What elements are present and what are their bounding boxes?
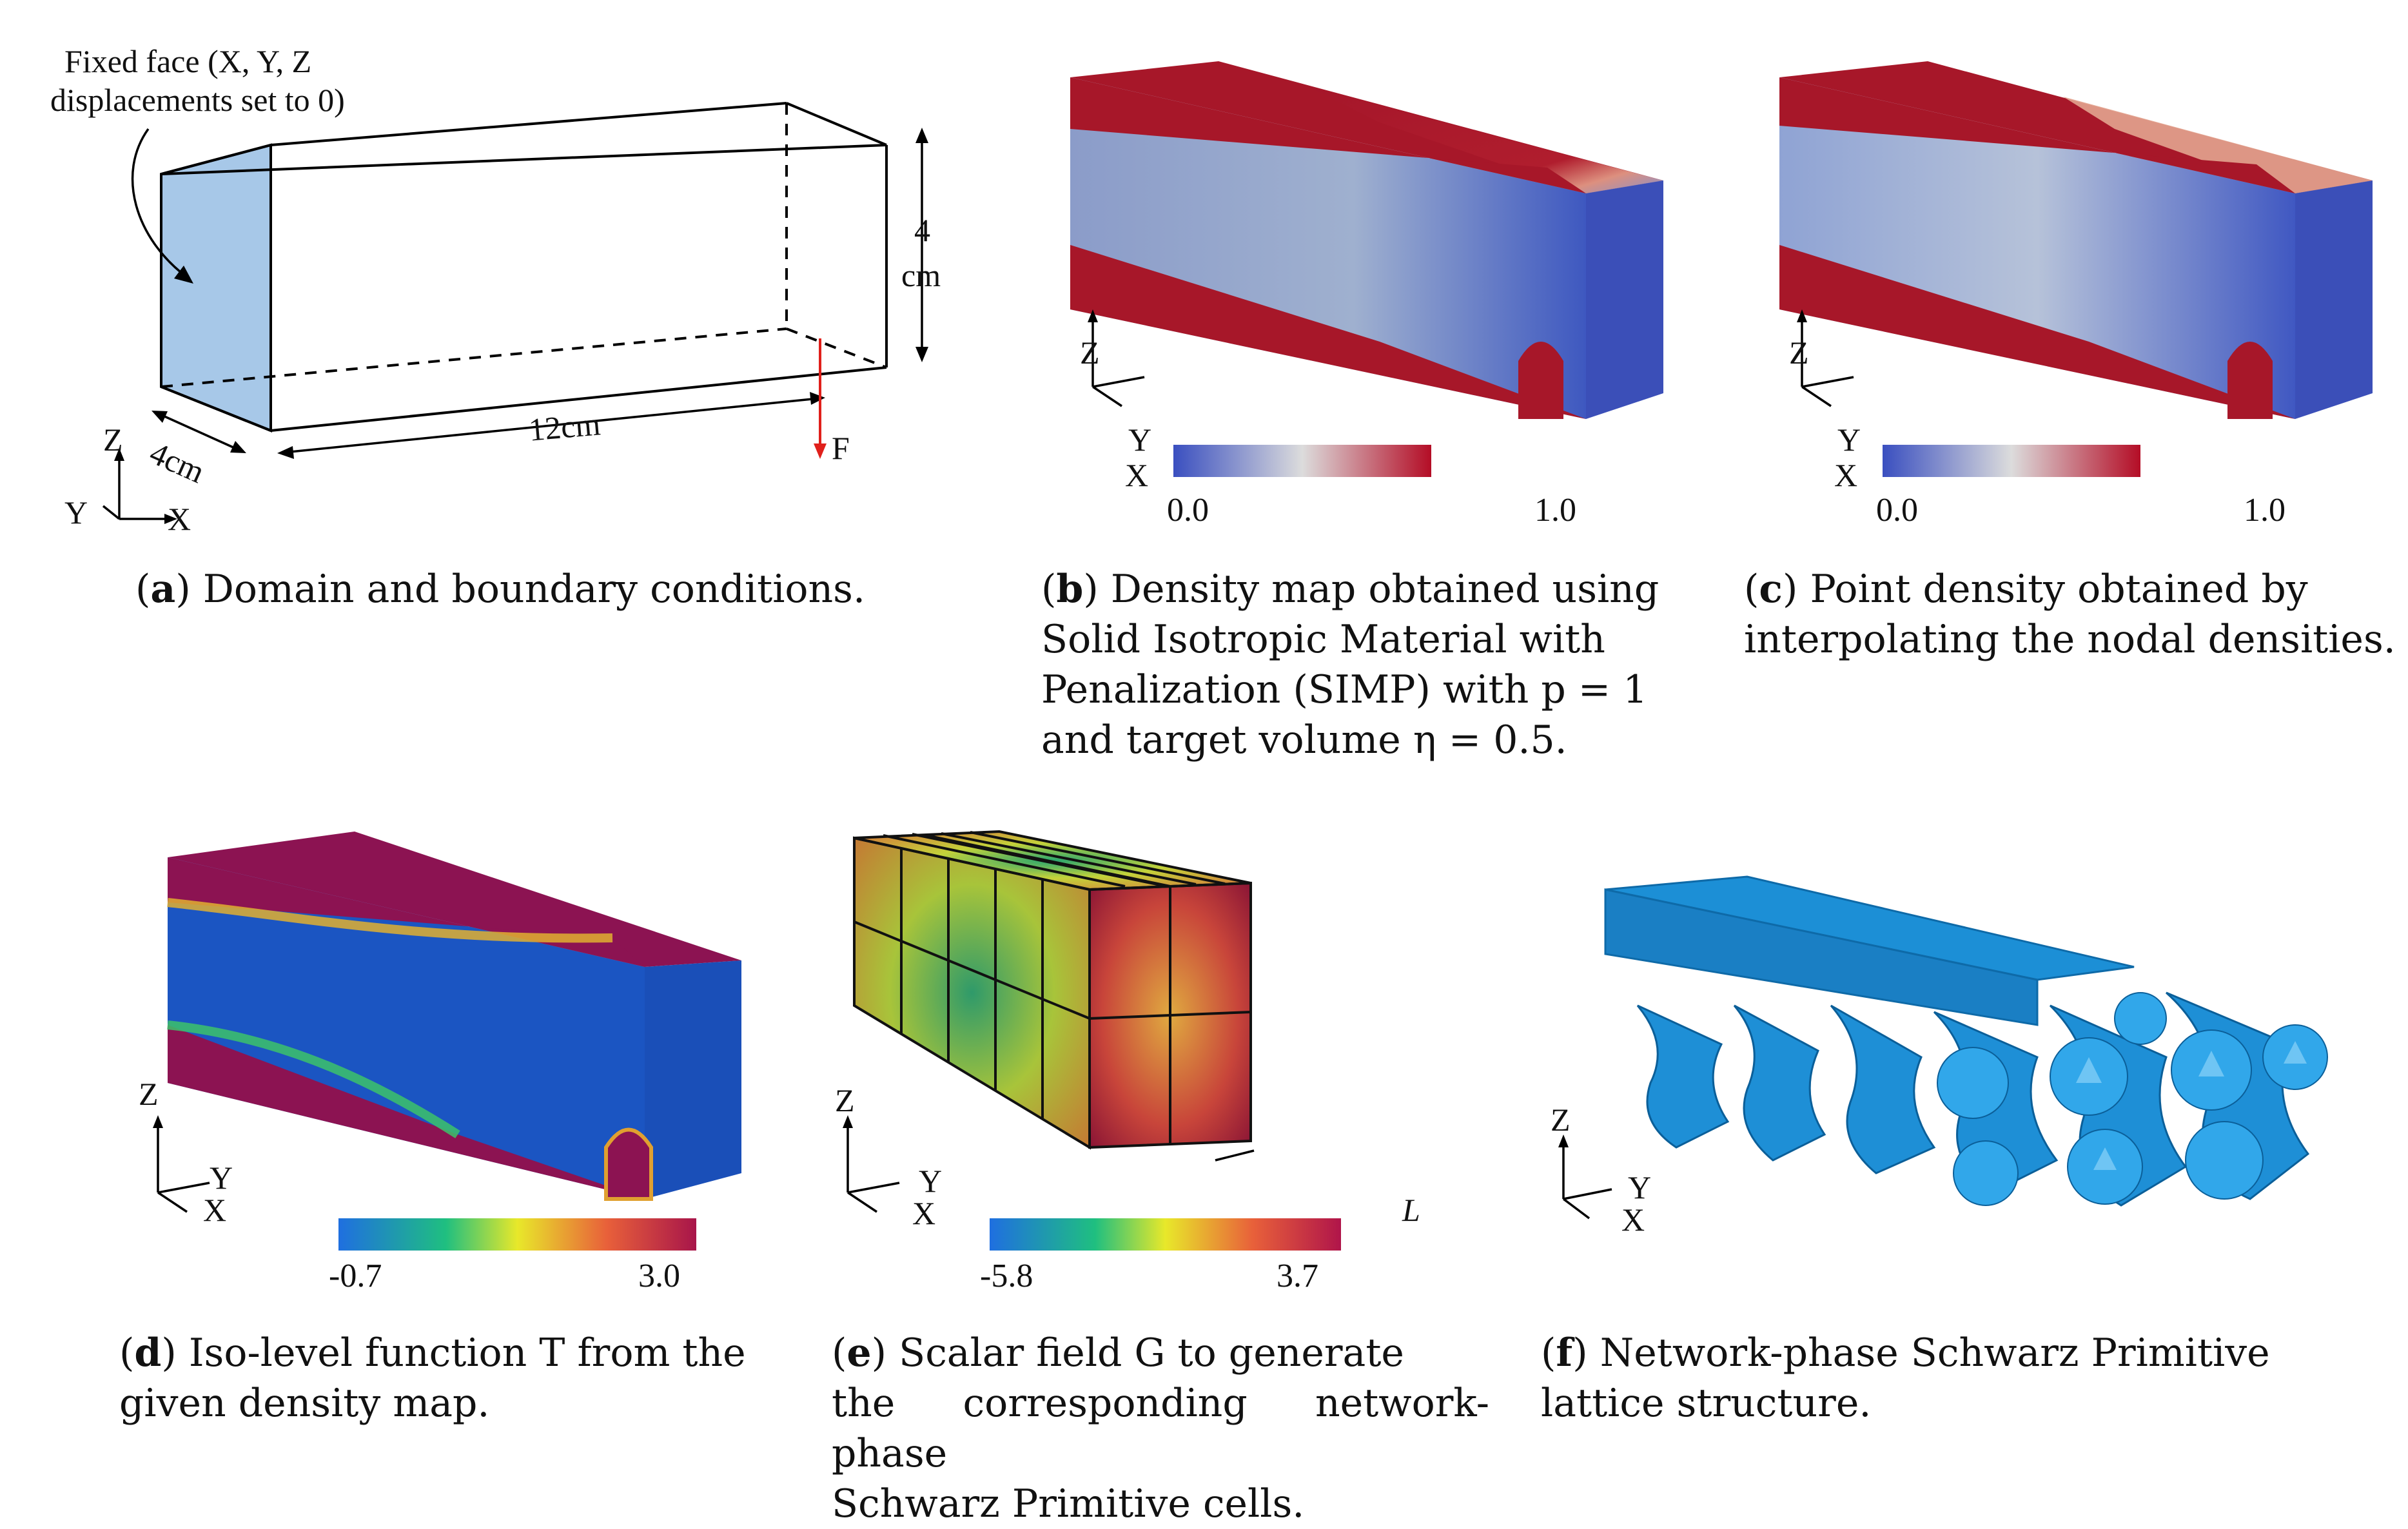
caption-b-line3: Penalization (SIMP) with p = 1 xyxy=(1041,667,1648,712)
caption-e-letter: e xyxy=(847,1330,872,1376)
caption-f-line2: lattice structure. xyxy=(1541,1381,1872,1426)
d-colorbar-min: -0.7 xyxy=(329,1258,382,1294)
caption-c-line2: interpolating the nodal densities. xyxy=(1744,617,2396,662)
height-value-label: 4 xyxy=(914,212,930,248)
caption-d-line2: given density map. xyxy=(119,1381,490,1426)
axis-z-label-e: Z xyxy=(835,1082,855,1118)
caption-d-line1: Iso-level function T from the xyxy=(188,1330,746,1376)
force-label: F xyxy=(832,430,850,466)
axis-y-label-f: Y xyxy=(1628,1169,1652,1205)
b-load-region xyxy=(1518,342,1563,419)
b-colorbar xyxy=(1173,445,1431,477)
caption-a-text: Domain and boundary conditions. xyxy=(202,567,866,612)
axis-z-label-b: Z xyxy=(1080,335,1100,371)
schwarz-primitive-lattice xyxy=(1558,875,2328,1220)
height-unit-label: cm xyxy=(901,257,941,293)
axis-y-label-a: Y xyxy=(64,494,88,531)
axis-x-label-a: X xyxy=(168,501,191,537)
panel-b: Z Y X 0.0 1.0 (b) Density map obtained u… xyxy=(1019,0,1715,774)
e-colorbar xyxy=(990,1218,1341,1251)
caption-b-line1: Density map obtained using xyxy=(1110,567,1659,612)
axis-y-label-d: Y xyxy=(210,1160,233,1196)
panel-f: Z Y X (f) Network-phase Schwarz Primitiv… xyxy=(1522,812,2405,1457)
b-colorbar-min: 0.0 xyxy=(1167,492,1209,529)
caption-f: (f) Network-phase Schwarz Primitive latt… xyxy=(1541,1328,2379,1428)
domain-box-diagram xyxy=(102,102,928,524)
caption-d-letter: d xyxy=(134,1330,162,1376)
length-label: 12cm xyxy=(527,405,602,448)
panel-a: Fixed face (X, Y, Z displacements set to… xyxy=(0,0,967,645)
axis-y-label-c: Y xyxy=(1837,422,1861,458)
axis-x-label-d: X xyxy=(203,1192,227,1228)
axis-z-label-a: Z xyxy=(103,422,123,458)
axes-triad-a xyxy=(102,454,171,520)
panel-e: Z Y X L -5.8 3.7 (e) Scalar field G to g… xyxy=(806,812,1502,1526)
caption-f-line1: Network-phase Schwarz Primitive xyxy=(1600,1330,2270,1376)
axis-z-label-d: Z xyxy=(139,1076,159,1112)
axis-x-label-e: X xyxy=(912,1195,936,1231)
fixed-face-label-line2: displacements set to 0) xyxy=(50,82,345,118)
cell-size-dimension xyxy=(1215,1149,1255,1162)
caption-a: (a) Domain and boundary conditions. xyxy=(135,567,866,612)
caption-b: (b) Density map obtained using Solid Iso… xyxy=(1041,564,1699,765)
axis-x-label-b: X xyxy=(1125,457,1149,493)
caption-a-letter: a xyxy=(150,567,176,612)
caption-e-line2: the corresponding network-phase xyxy=(832,1381,1489,1476)
d-colorbar xyxy=(338,1218,696,1251)
iso-level-function-map xyxy=(153,832,741,1251)
caption-d: (d) Iso-level function T from the given … xyxy=(119,1328,790,1428)
callout-arrow xyxy=(131,128,188,278)
scalar-field-g-cells xyxy=(843,830,1341,1251)
caption-b-line4: and target volume η = 0.5. xyxy=(1041,717,1567,763)
b-top-transition xyxy=(1309,87,1663,193)
panel-c: Z Y X 0.0 1.0 (c) Point density obtained… xyxy=(1728,0,2405,722)
caption-c-letter: c xyxy=(1759,567,1783,612)
caption-b-letter: b xyxy=(1056,567,1084,612)
point-density-map xyxy=(1779,61,2373,477)
axis-x-label-c: X xyxy=(1834,457,1858,493)
axis-y-label-b: Y xyxy=(1128,422,1152,458)
cell-size-label: L xyxy=(1402,1192,1420,1228)
caption-f-letter: f xyxy=(1556,1330,1573,1376)
caption-e-line3: Schwarz Primitive cells. xyxy=(832,1481,1305,1526)
density-map-simp xyxy=(1070,61,1663,477)
caption-c: (c) Point density obtained by interpolat… xyxy=(1744,564,2398,665)
axis-y-label-e: Y xyxy=(919,1163,943,1199)
caption-e: (e) Scalar field G to generate the corre… xyxy=(832,1328,1489,1529)
d-colorbar-max: 3.0 xyxy=(638,1258,680,1294)
b-colorbar-max: 1.0 xyxy=(1534,492,1576,529)
axis-z-label-f: Z xyxy=(1551,1102,1571,1138)
caption-c-line1: Point density obtained by xyxy=(1810,567,2308,612)
caption-b-line2: Solid Isotropic Material with xyxy=(1041,617,1605,662)
e-colorbar-min: -5.8 xyxy=(980,1258,1033,1294)
c-colorbar xyxy=(1883,445,2140,477)
axis-x-label-f: X xyxy=(1621,1202,1645,1238)
caption-e-line1: Scalar field G to generate xyxy=(899,1330,1404,1376)
fixed-face xyxy=(160,143,272,433)
c-colorbar-max: 1.0 xyxy=(2244,492,2286,529)
axis-z-label-c: Z xyxy=(1789,335,1809,371)
c-colorbar-min: 0.0 xyxy=(1876,492,1918,529)
fixed-face-label-line1: Fixed face (X, Y, Z xyxy=(64,43,312,79)
e-colorbar-max: 3.7 xyxy=(1277,1258,1318,1294)
panel-d: Z Y X -0.7 3.0 (d) Iso-level function T … xyxy=(97,812,806,1457)
